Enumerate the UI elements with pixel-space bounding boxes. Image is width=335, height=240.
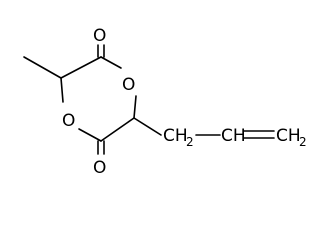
bond-c3-c2 (60, 56, 102, 79)
ch2-left-subscript: 2 (186, 135, 194, 149)
bond-c2-o1 (100, 56, 122, 69)
oxygen-ring-bottom-label: O (62, 111, 75, 131)
bond-o4-c3 (60, 77, 64, 103)
oxygen-bottom-label: O (93, 158, 106, 178)
oxygen-ring-top-label: O (122, 75, 135, 95)
structure-diagram: O O O O CH 2 CH CH 2 (23, 26, 307, 178)
ch2-right-label: CH (276, 126, 301, 146)
ch2-right-subscript: 2 (299, 135, 307, 149)
bond-c6-ch2 (133, 117, 162, 136)
bond-methyl (23, 56, 62, 79)
bond-o1-c6 (133, 95, 137, 119)
bond-c5-o4 (78, 128, 102, 142)
bond-c6-c5 (100, 117, 135, 142)
oxygen-top-label: O (93, 26, 106, 46)
ch2-left-label: CH (163, 126, 188, 146)
ch-mid-label: CH (221, 126, 246, 146)
